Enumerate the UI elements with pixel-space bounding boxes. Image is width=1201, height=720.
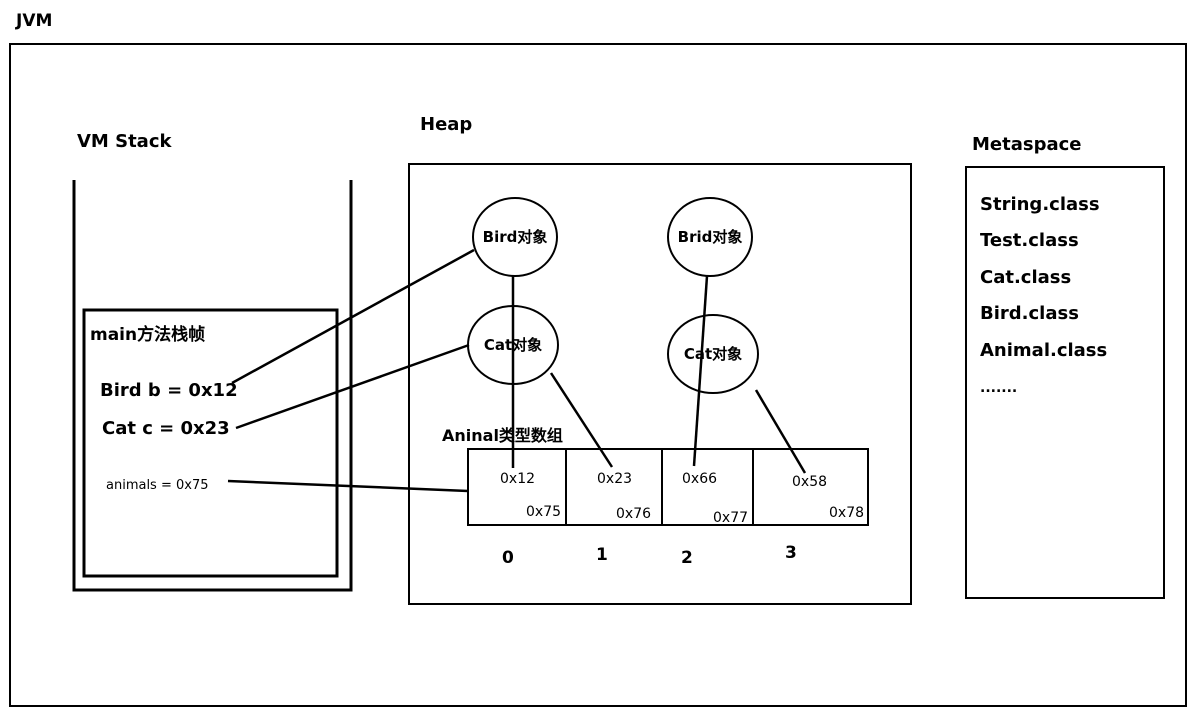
metaspace-ellipsis: ....... [980,380,1017,396]
ref-cell2-to-brid [692,275,709,467]
heap-box [408,163,912,605]
cat-object-2-label: Cat对象 [684,345,742,363]
vm-stack-container [72,180,353,592]
brid-object-label: Brid对象 [678,228,743,246]
heap-title: Heap [420,114,472,135]
array-cell-address: 0x75 [526,504,561,520]
array-cell-address: 0x77 [713,510,748,526]
metaspace-class: Animal.class [980,340,1107,361]
array-cell-value: 0x23 [597,471,632,487]
var-cat: Cat c = 0x23 [102,418,230,439]
cat-object-2 [667,314,759,394]
array-cell-value: 0x58 [792,474,827,490]
metaspace-class: Bird.class [980,303,1079,324]
metaspace-box [965,166,1165,599]
array-title: Aninal类型数组 [442,426,563,445]
array-index: 2 [681,548,693,568]
array-index: 1 [596,545,608,565]
array-cell-address: 0x78 [829,505,864,521]
array-cell-value: 0x12 [500,471,535,487]
metaspace-title: Metaspace [972,134,1082,155]
ref-animals-to-array [227,479,469,493]
ref-cat-to-object [235,343,470,430]
bird-object-label: Bird对象 [483,228,548,246]
var-bird: Bird b = 0x12 [100,380,238,401]
array-cell-address: 0x76 [616,506,651,522]
jvm-title: JVM [15,11,52,31]
jvm-border [9,43,1187,707]
metaspace-class: Test.class [980,230,1079,251]
vm-stack-title: VM Stack [77,131,172,152]
array-cell-value: 0x66 [682,471,717,487]
ref-bird-to-object [231,248,475,385]
metaspace-class: Cat.class [980,267,1071,288]
animal-array [467,448,869,526]
ref-cell3-to-cat [754,389,807,474]
array-index: 0 [502,548,514,568]
bird-object [472,197,558,277]
main-stack-frame [82,308,339,578]
var-animals: animals = 0x75 [106,478,209,493]
array-index: 3 [785,543,797,563]
metaspace-class: String.class [980,194,1100,215]
stack-frame-title: main方法栈帧 [90,324,205,345]
ref-cell1-to-cat [549,372,614,468]
brid-object [667,197,753,277]
